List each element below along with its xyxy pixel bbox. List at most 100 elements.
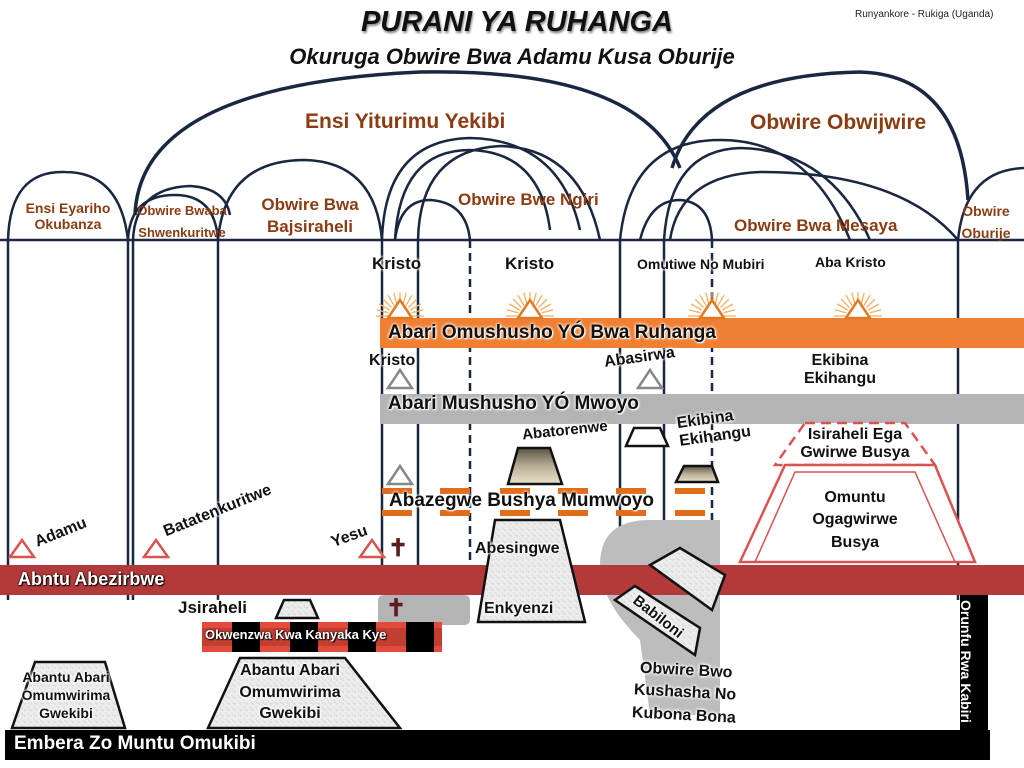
sun-ray: [836, 303, 848, 311]
sun-ray: [845, 294, 853, 306]
sun-ray: [535, 294, 543, 306]
batatenkuritwe-triangle: [141, 537, 171, 559]
red-outline-trapezoids: [738, 421, 977, 564]
sun-ray: [532, 292, 537, 305]
arc-obwire-obwijwire: [670, 70, 970, 201]
label-line: Gwekibi: [39, 705, 93, 722]
page-title: PURANI YA RUHANGA: [360, 6, 674, 38]
adamu-triangle: [7, 537, 37, 559]
gray-band: [380, 394, 1024, 424]
sun-ray: [541, 309, 554, 314]
language-note: Runyankore - Rukiga (Uganda): [855, 9, 994, 20]
dispensation-line: Shwenkuritwe: [138, 225, 226, 241]
sun-ray: [720, 298, 730, 308]
gray-triangles: [385, 367, 665, 486]
triangle-icon: [515, 297, 545, 320]
sun-ray: [705, 292, 710, 305]
sunburst-triangle-icon: [688, 292, 736, 320]
sun-ray: [382, 298, 392, 308]
major-arcs: [133, 70, 970, 216]
sun-ray: [405, 294, 413, 306]
sun-ray: [690, 303, 702, 311]
dispensation-obwire-bwa-mesaya: Obwire Bwa Mesaya: [734, 216, 898, 235]
label-aba-kristo: Aba Kristo: [815, 254, 886, 270]
sun-ray: [851, 292, 856, 305]
ekibina-mid-block: [673, 464, 720, 484]
red-triangles: [7, 537, 387, 559]
label-omuntu-ogagwirwe: Omuntu Ogagwirwe Busya: [795, 487, 915, 554]
label-line: Ogagwirwe: [812, 511, 898, 529]
yesu-triangle: [357, 537, 387, 559]
page-subtitle: Okuruga Obwire Bwa Adamu Kusa Oburije: [289, 44, 735, 69]
sun-ray: [863, 294, 871, 306]
sun-ray: [517, 294, 525, 306]
abazegwe-gray-triangle: [385, 463, 415, 486]
label-obwire-bwo-kushasha: Obwire Bwo Kushasha No Kubona Bona: [613, 656, 756, 730]
arch-kristo-c: [393, 148, 552, 241]
sun-ray: [523, 292, 528, 305]
dispensation-obwire-bwe-ngiri: Obwire Bwe Ngiri: [458, 190, 599, 209]
sun-ray: [540, 303, 552, 311]
label-abesingwe: Abesingwe: [475, 540, 560, 557]
label-line: Ekibina: [811, 352, 869, 369]
okwenzwa-checkered-bar: [202, 622, 442, 652]
sun-ray: [411, 309, 424, 314]
label-line: Ekihangu: [803, 370, 876, 388]
gray-cross-box: [378, 595, 470, 625]
dispensation-line: Ensi Eyariho: [25, 200, 111, 216]
cross-icon: ✝: [386, 595, 407, 622]
sunburst-triangle-icon: [376, 292, 424, 320]
sun-ray: [408, 298, 418, 308]
label-line: Omumwirima: [21, 687, 111, 704]
label-kristo-2: Kristo: [505, 254, 555, 273]
band-label-vertical: Orunfu Rwa Kabiri: [958, 600, 974, 723]
abantu-mid-mound: [206, 656, 403, 730]
label-omutiwe-no-mubiri: Omutiwe No Mubiri: [637, 256, 765, 272]
sunburst-triangles: [376, 292, 882, 320]
sun-ray: [840, 298, 850, 308]
band-label-orange: Abari Omushusho YÓ Bwa Ruhanga: [388, 322, 716, 343]
arch-kristo-a: [380, 136, 582, 565]
dispensation-line: Oburije: [961, 225, 1011, 242]
sun-ray: [387, 294, 395, 306]
bottom-black-band: [5, 730, 990, 760]
label-kristo-1: Kristo: [372, 254, 422, 273]
sun-ray: [393, 292, 398, 305]
sun-ray: [508, 303, 520, 311]
label-kristo-mid: Kristo: [369, 352, 416, 369]
band-label-bottom: Embera Zo Muntu Omukibi: [14, 733, 256, 754]
dispensation-obwire-bwa-bajsiraheli: Obwire Bwa Bajsiraheli: [245, 194, 375, 238]
babiloni-bottom: [612, 584, 702, 658]
vertical-black-band: [960, 595, 988, 760]
abatorenwe-mound: [506, 446, 564, 486]
label-line: Isiraheli Ega: [807, 426, 903, 443]
arch-mesaya-a: [618, 138, 852, 565]
sun-ray: [860, 292, 865, 305]
sun-ray: [506, 309, 519, 314]
dispensation-line: Obwire Bwaba: [137, 203, 227, 218]
sun-ray: [402, 292, 407, 305]
sun-ray: [722, 303, 734, 311]
dispensation-line: Okubanza: [34, 216, 102, 233]
arch-mesaya-c: [638, 198, 714, 241]
label-ekibina-right: Ekibina Ekihangu: [800, 352, 880, 389]
arch-obwire-bwaba-2: [131, 184, 232, 600]
sun-ray: [688, 309, 701, 314]
sun-ray: [538, 298, 548, 308]
label-line: Omuntu: [824, 489, 886, 506]
triangle-icon: [697, 297, 727, 320]
dispensation-obwire-oburije: Obwire Oburije: [953, 200, 1019, 245]
speckled-trapezoids: [10, 518, 727, 730]
dispensation-line: Obwire: [962, 203, 1010, 219]
band-label-gray: Abari Mushusho YÓ Mwoyo: [388, 393, 639, 414]
sun-ray: [376, 309, 389, 314]
label-jsiraheli: Jsiraheli: [178, 598, 247, 617]
label-abantu-mid: Abantu Abari Omumwirima Gwekibi: [225, 660, 355, 725]
label-line: Busya: [830, 533, 880, 551]
sun-ray: [378, 303, 390, 311]
band-label-orange-dashed: Abazegwe Bushya Mumwoyo: [389, 490, 654, 511]
arch-obwire-bwa-israeli: [216, 158, 384, 600]
label-line: Abantu Abari: [240, 662, 340, 679]
orange-band: [380, 318, 1024, 348]
label-line: Gwekibi: [259, 705, 321, 723]
